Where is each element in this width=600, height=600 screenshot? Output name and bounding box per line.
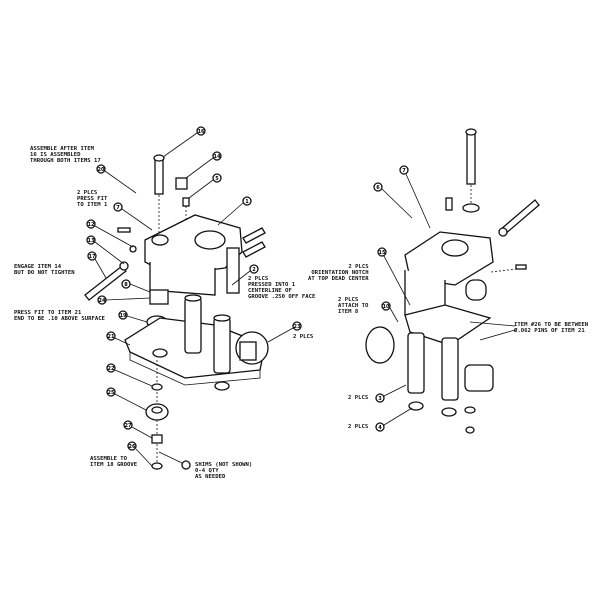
note-two-plcs: 2 PLCS	[293, 334, 314, 340]
note-attach: 2 PLCS ATTACH TO ITEM 8	[338, 297, 369, 315]
balloon-number: 23	[294, 324, 301, 330]
note-assemble-after: ASSEMBLE AFTER ITEM 16 IS ASSEMBLED THRO…	[30, 146, 101, 164]
note-engage-item14: ENGAGE ITEM 14 BUT DO NOT TIGHTEN	[14, 264, 75, 276]
note-item26: ITEM #26 TO BE BETWEEN Ø.062 PINS OF ITE…	[514, 322, 589, 334]
balloon-number: 10	[383, 304, 390, 310]
pin-right	[466, 131, 476, 185]
balloon-number: 20	[98, 167, 105, 173]
right-assembly	[365, 128, 540, 434]
balloon-number: 1	[245, 199, 249, 205]
balloon-number: 8	[124, 282, 128, 288]
balloon-number: 14	[214, 154, 221, 160]
roller-right	[365, 326, 395, 364]
balloon-number: 16	[198, 129, 205, 135]
note-orientation: 2 PLCS ORIENTATION NOTCH AT TOP DEAD CEN…	[308, 264, 369, 282]
balloon-number: 17	[89, 254, 96, 260]
note-pressed-into: 2 PLCS PRESSED INTO 1 CENTERLINE OF GROO…	[248, 276, 316, 300]
note-press-fit-item21: PRESS FIT TO ITEM 21 END TO BE .10 ABOVE…	[14, 310, 105, 322]
balloon-number: 22	[108, 366, 115, 372]
balloon-number: 24	[99, 298, 106, 304]
balloon-number: 15	[379, 250, 386, 256]
balloon-number: 25	[108, 390, 115, 396]
block-14	[175, 177, 188, 190]
balloon-number: 7	[402, 168, 406, 174]
balloon-number: 13	[88, 238, 95, 244]
balloon-number: 19	[120, 313, 127, 319]
bolt-17	[84, 265, 127, 301]
note-press-fit-item1: 2 PLCS PRESS FIT TO ITEM 1	[77, 190, 108, 208]
balloons-right: 7 6 15 10 3 4	[373, 165, 516, 432]
balloon-number: 6	[376, 185, 380, 191]
note-two-plcs-a: 2 PLCS	[348, 395, 369, 401]
balloon-number: 3	[378, 396, 382, 402]
note-shims: SHIMS (NOT SHOWN) 0-4 QTY AS NEEDED	[195, 462, 253, 480]
note-assemble-groove: ASSEMBLE TO ITEM 18 GROOVE	[90, 456, 138, 468]
balloon-number: 21	[108, 334, 115, 340]
balloon-number: 12	[88, 222, 95, 228]
pin-16	[154, 157, 164, 195]
balloon-number: 7	[116, 205, 120, 211]
balloon-number: 27	[125, 423, 132, 429]
left-assembly	[84, 154, 269, 470]
balloon-number: 4	[378, 425, 382, 431]
balloon-number: 26	[129, 444, 136, 450]
note-two-plcs-b: 2 PLCS	[348, 424, 369, 430]
balloon-number: 5	[215, 176, 219, 182]
balloon-number: 2	[252, 267, 256, 273]
